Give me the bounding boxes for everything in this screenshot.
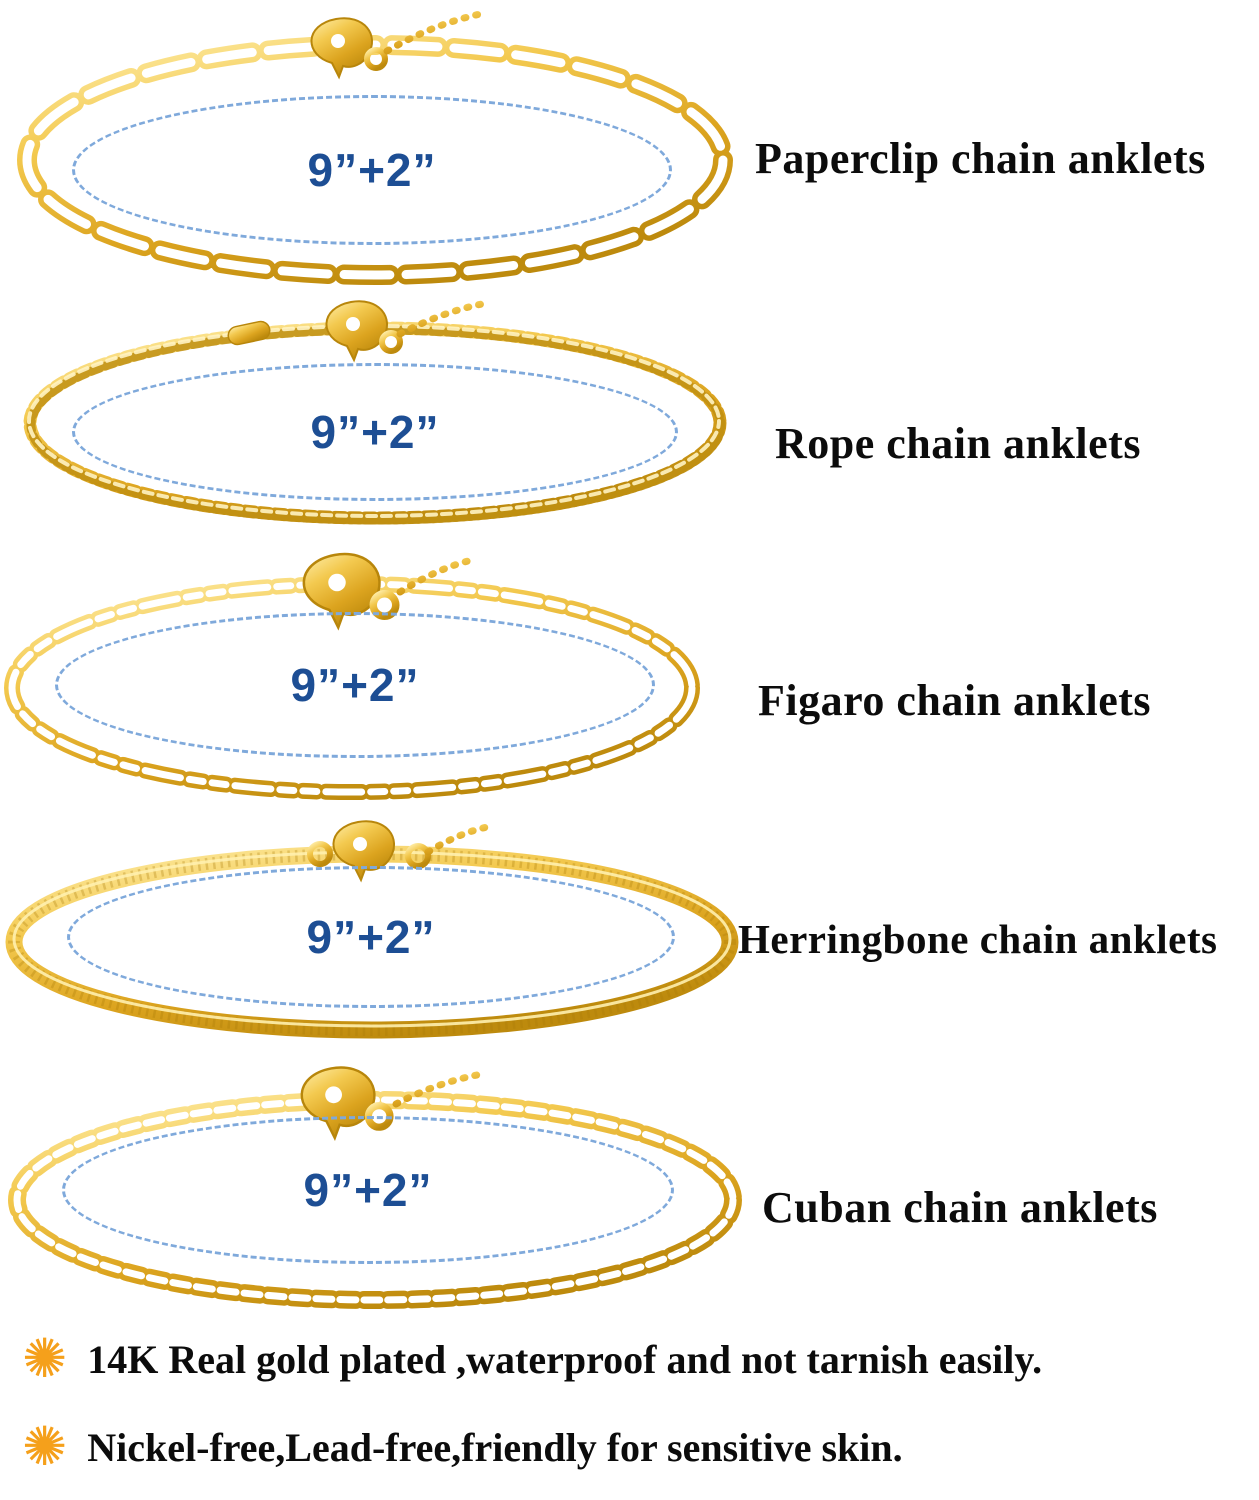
size-text: 9”+2”	[307, 144, 437, 196]
paperclip-chain-links	[17, 35, 733, 285]
feature-item: ✺ Nickel-free,Lead-free,friendly for sen…	[22, 1420, 903, 1474]
extension-chain	[424, 822, 496, 856]
paperclip-chain-photo	[17, 9, 733, 285]
size-guide-oval: 9”+2”	[62, 1116, 674, 1264]
sunburst-icon: ✺	[22, 1415, 68, 1478]
extension-chain	[396, 556, 476, 596]
rope-chain-photo	[23, 300, 727, 525]
feature-text: 14K Real gold plated ,waterproof and not…	[87, 1336, 1043, 1382]
chain-label-herringbone: Herringbone chain anklets	[738, 916, 1218, 962]
size-guide-oval: 9”+2”	[55, 612, 655, 758]
size-text: 9”+2”	[303, 1164, 433, 1216]
lobster-clasp-icon	[325, 300, 403, 363]
extension-chain	[396, 300, 486, 338]
chain-label-figaro: Figaro chain anklets	[758, 676, 1152, 725]
size-guide-oval: 9”+2”	[72, 363, 678, 501]
sunburst-icon: ✺	[22, 1327, 68, 1390]
lobster-clasp-icon	[310, 17, 388, 80]
figaro-chain-photo	[4, 552, 700, 800]
size-text: 9”+2”	[290, 659, 420, 711]
crimp-end-icon	[227, 320, 271, 346]
feature-item: ✺ 14K Real gold plated ,waterproof and n…	[22, 1332, 1042, 1386]
size-guide-oval: 9”+2”	[72, 95, 672, 245]
size-text: 9”+2”	[310, 406, 440, 458]
extension-chain	[392, 1070, 486, 1108]
size-guide-oval: 9”+2”	[67, 866, 675, 1008]
feature-text: Nickel-free,Lead-free,friendly for sensi…	[87, 1424, 903, 1470]
size-text: 9”+2”	[306, 911, 436, 963]
chain-label-cuban: Cuban chain anklets	[762, 1183, 1158, 1232]
chain-label-rope: Rope chain anklets	[775, 419, 1141, 468]
chain-label-paperclip: Paperclip chain anklets	[755, 134, 1206, 183]
extension-chain	[383, 9, 489, 55]
